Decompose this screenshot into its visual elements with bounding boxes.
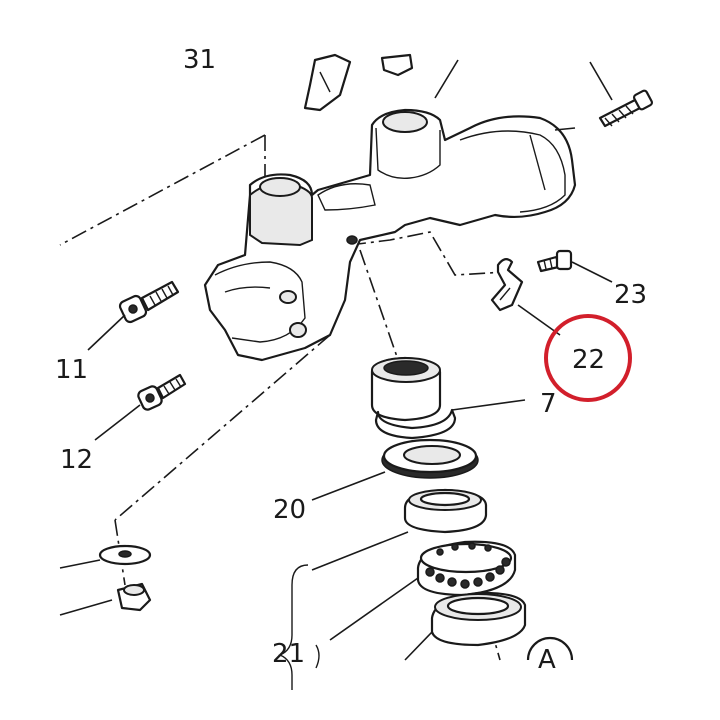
upper-clamp-fragment — [303, 53, 352, 112]
callout-12: 12 — [60, 445, 93, 475]
screw-23: 23 — [536, 249, 647, 310]
clamp-hole-lower — [289, 322, 307, 338]
callout-21: 21 — [272, 639, 305, 669]
callout-22: 22 — [572, 345, 605, 375]
adjuster-nut-7: 7 — [370, 356, 557, 440]
callout-11: 11 — [55, 355, 88, 385]
detail-marker-a: A — [526, 636, 574, 675]
callout-23: 23 — [614, 280, 647, 310]
seal-20: 20 — [273, 438, 479, 525]
upper-part-fragments: 31 — [183, 45, 414, 112]
ball-cage — [425, 542, 511, 589]
callout-20: 20 — [273, 495, 306, 525]
top-yoke — [203, 108, 577, 362]
bearing-set-21: 21 — [272, 488, 527, 690]
bolt-12: 12 — [60, 373, 187, 475]
main-bore — [382, 111, 428, 133]
pinch-hole — [346, 235, 358, 245]
clamp-hole-upper — [279, 290, 297, 304]
callout-31: 31 — [183, 45, 216, 75]
stem-bore — [259, 177, 301, 197]
upper-bolt-fragment — [380, 53, 414, 77]
long-bolt-top-right — [434, 59, 653, 131]
bolt-11: 11 — [55, 280, 180, 385]
callout-7: 7 — [540, 389, 557, 419]
callout-a: A — [538, 645, 556, 675]
clip-22: 22 — [490, 258, 632, 402]
assembly-axes — [59, 134, 506, 661]
left-washer-nut — [59, 544, 152, 616]
highlight-circle-22 — [544, 314, 632, 402]
